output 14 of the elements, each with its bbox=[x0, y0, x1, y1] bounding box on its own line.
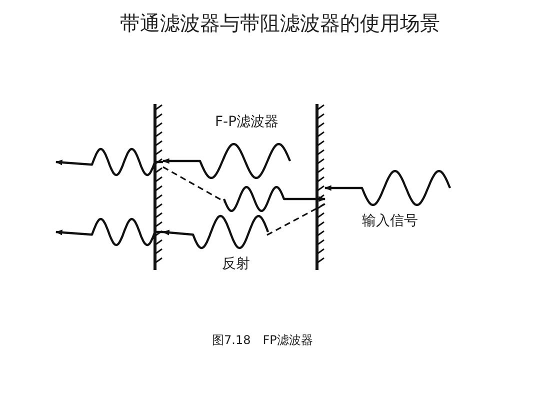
filter-label: F-P滤波器 bbox=[215, 113, 279, 131]
input-label: 输入信号 bbox=[362, 212, 418, 230]
caption: 图7.18 FP滤波器 bbox=[212, 332, 313, 349]
mirror bbox=[315, 104, 325, 270]
wave-arrow bbox=[222, 186, 326, 212]
wave-arrow bbox=[162, 143, 292, 179]
wave-arrow bbox=[55, 218, 163, 246]
wave-arrow bbox=[324, 170, 452, 206]
title: 带通滤波器与带阻滤波器的使用场景 bbox=[120, 10, 440, 37]
reflection-label: 反射 bbox=[222, 255, 250, 273]
mirror bbox=[153, 104, 163, 270]
wave-arrow bbox=[55, 148, 163, 176]
wave-arrow bbox=[162, 214, 270, 250]
dashed-line bbox=[266, 203, 326, 236]
